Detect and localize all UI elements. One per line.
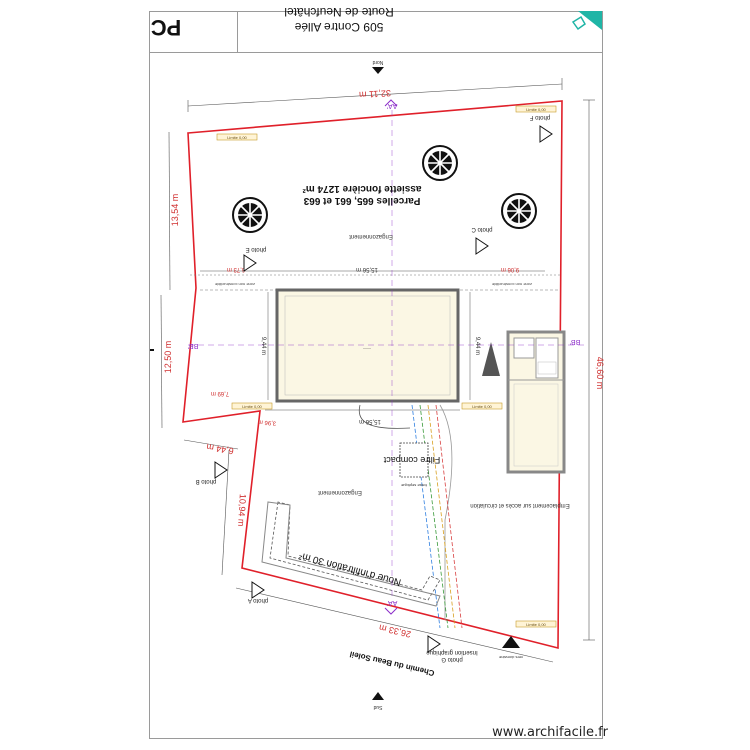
parcel-title-line-1: Parcelles 665, 661 et 663	[303, 195, 420, 206]
legend-tag: Limite 0,00	[231, 402, 273, 410]
tree-icon	[422, 145, 458, 181]
section-marker-aa-bottom: AA'	[384, 599, 398, 615]
house-label: ——	[363, 345, 371, 350]
svg-text:9,06 m: 9,06 m	[501, 266, 519, 272]
lawn-south-label: Engazonnement	[318, 489, 362, 495]
tree-icon	[232, 197, 268, 233]
driveway-outline	[439, 404, 453, 620]
svg-text:photo F: photo F	[529, 114, 550, 120]
svg-text:photo A: photo A	[248, 597, 268, 603]
section-marker-aa-top: AA'	[384, 99, 398, 109]
south-arrow: Sud	[372, 692, 384, 710]
tree-icon	[501, 193, 537, 229]
setback-dimensions: 6,73 m 15,56 m 9,06 m	[200, 266, 545, 272]
svg-text:AA': AA'	[387, 102, 398, 109]
front-dimension: 15,56 m	[359, 418, 381, 424]
photo-b-marker: photo B	[196, 461, 228, 484]
legend-tag: Limite 0,00	[515, 105, 557, 113]
dimension-left: 13,54 m 12,50 m 6,44 m 10,94 m	[160, 131, 248, 576]
pc-logo: PC	[151, 15, 182, 40]
svg-text:Insertion graphique: Insertion graphique	[426, 649, 478, 655]
watermark: www.archifacile.fr	[492, 725, 608, 740]
svg-text:AA': AA'	[387, 599, 398, 606]
svg-text:Limite 0,00: Limite 0,00	[227, 135, 247, 140]
svg-text:BB': BB'	[570, 338, 581, 345]
main-house: ——	[275, 288, 460, 403]
svg-text:6,44 m: 6,44 m	[206, 442, 235, 457]
svg-text:9,44 m: 9,44 m	[260, 337, 266, 355]
svg-text:photo E: photo E	[246, 246, 267, 252]
entry-arrow: vers domaine	[498, 636, 523, 660]
photo-c-marker: photo C	[471, 226, 493, 255]
svg-text:12,50 m: 12,50 m	[163, 341, 173, 374]
photo-g-marker: photo G Insertion graphique	[426, 635, 478, 662]
non-buildable-right: zone non constructible	[491, 282, 532, 287]
section-marker-bb-right: BB'	[570, 338, 581, 345]
compact-filter: Filtre compact fosse septique	[383, 442, 440, 488]
svg-text:Limite 0,00: Limite 0,00	[472, 404, 492, 409]
house-depth-dimension: 9,44 m	[260, 292, 269, 400]
svg-text:13,54 m: 13,54 m	[170, 194, 180, 227]
dimension-right: 46,60 m	[583, 99, 605, 641]
svg-text:15,56 m: 15,56 m	[356, 266, 378, 272]
section-marker-bb-left: BB'	[188, 342, 199, 349]
side-dimension: 7,69 m	[211, 390, 229, 396]
address-line-2: Route de Neufchâtel	[284, 5, 393, 19]
north-arrow: Nord	[372, 59, 384, 74]
svg-text:Sud: Sud	[373, 704, 382, 710]
legend-tag: Limite 0,00	[216, 133, 258, 141]
svg-text:Filtre compact: Filtre compact	[383, 455, 440, 465]
svg-text:32,11 m: 32,11 m	[359, 88, 391, 100]
svg-text:photo G: photo G	[441, 656, 463, 662]
svg-text:9,44 m: 9,44 m	[474, 337, 480, 355]
svg-text:10,94 m: 10,94 m	[236, 494, 248, 527]
svg-text:6,73 m: 6,73 m	[227, 266, 245, 272]
dimension-top: 32,11 m	[187, 78, 563, 112]
north-arrow-large	[482, 342, 500, 376]
svg-text:Limite 0,00: Limite 0,00	[526, 107, 546, 112]
front-left-dimension: 3,96 m	[258, 418, 277, 426]
lawn-north-label: Engazonnement	[349, 233, 393, 239]
service-lines	[358, 404, 463, 629]
svg-text:Limite 0,00: Limite 0,00	[242, 404, 262, 409]
svg-text:photo B: photo B	[196, 478, 217, 484]
svg-text:BB': BB'	[188, 342, 199, 349]
legend-tag: Limite 0,00	[461, 402, 503, 410]
legend-tag: Limite 0,00	[515, 620, 557, 628]
photo-e-marker: photo E	[243, 246, 267, 272]
svg-text:fosse septique: fosse septique	[400, 483, 427, 488]
annex-depth-dimension: 9,44 m	[469, 292, 480, 400]
parcel-boundary	[182, 100, 563, 650]
svg-text:Limite 0,00: Limite 0,00	[526, 622, 546, 627]
svg-text:photo C: photo C	[471, 226, 493, 232]
parcel-title-line-2: assiette foncière 1274 m²	[302, 183, 422, 194]
photo-f-marker: photo F	[529, 114, 553, 143]
svg-text:vers domaine: vers domaine	[498, 655, 523, 660]
archifacile-logo	[571, 11, 602, 31]
photo-a-marker: photo A	[248, 581, 268, 603]
parking-label: Emplacement sur accès et circulation	[470, 502, 569, 508]
svg-text:46,60 m: 46,60 m	[595, 357, 605, 390]
address-line-1: 509 Contre Allée	[294, 20, 383, 34]
svg-text:Nord: Nord	[372, 59, 383, 65]
non-buildable-left: zone non constructible	[214, 282, 255, 287]
annex-building	[506, 330, 566, 474]
